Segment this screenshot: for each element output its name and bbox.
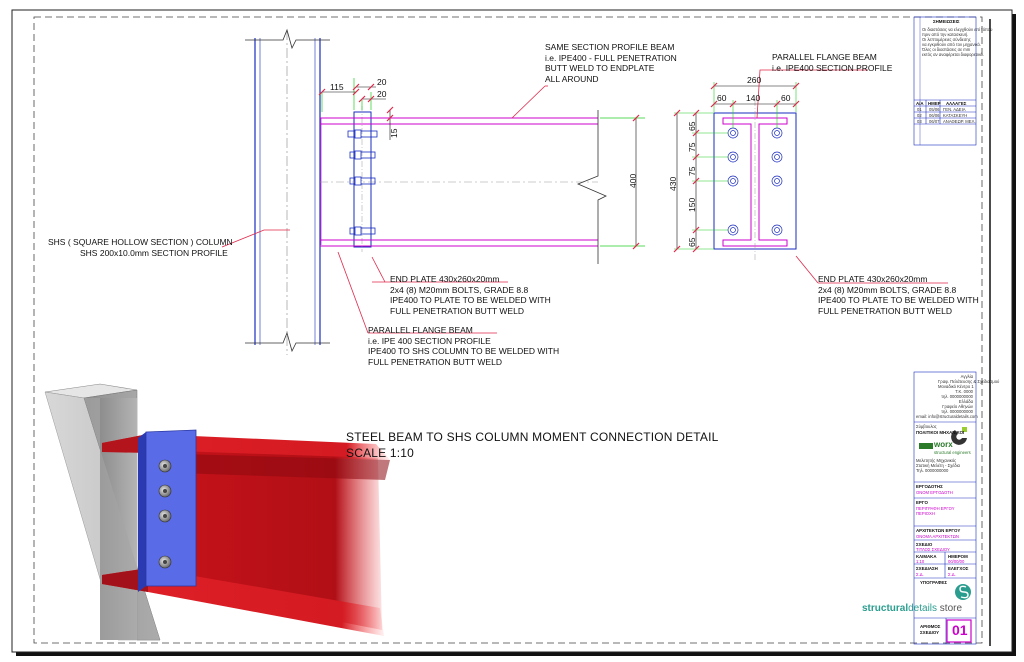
tb-logo-text: worx	[934, 440, 953, 449]
tb-rev-3-no: 03	[917, 119, 922, 124]
tb-rev-2-date: 06/06	[929, 113, 940, 118]
dim-400: 400	[628, 173, 638, 188]
drawing-scale: SCALE 1:10	[346, 446, 415, 460]
dim-60-a: 60	[717, 93, 727, 103]
tb-client-value: ΟΝΟΜ ΕΡΓΟΔΟΤΗ	[916, 490, 953, 495]
dim-ticks-front	[673, 82, 800, 253]
bolts-3d	[158, 459, 172, 569]
dim-15: 15	[389, 128, 399, 138]
dim-ticks-left	[318, 83, 640, 250]
tb-rev-h1: Α/Α	[916, 101, 924, 106]
tb-client-label: ΕΡΓΟΔΟΤΗΣ	[916, 484, 943, 489]
note-parallel-flange-right: PARALLEL FLANGE BEAM i.e. IPE400 SECTION…	[772, 52, 893, 73]
drawing-title: STEEL BEAM TO SHS COLUMN MOMENT CONNECTI…	[346, 430, 719, 444]
shs-column-elevation	[245, 28, 330, 355]
isometric-3d-view	[44, 383, 390, 641]
note-flange-beam: PARALLEL FLANGE BEAM i.e. IPE 400 SECTIO…	[368, 325, 560, 367]
tb-project-value: ΠΕΡΙΓΡΑΦΗ ΕΡΓΟΥ ΠΕΡΙΟΧΗ	[916, 506, 955, 516]
sheet-number-box	[946, 619, 972, 643]
tb-drawing-value: ΤΙΤΛΟΣ ΣΧΕΔΙΟΥ	[916, 547, 950, 552]
note-column: SHS ( SQUARE HOLLOW SECTION ) COLUMN SHS…	[48, 237, 233, 258]
dim-140: 140	[746, 93, 761, 103]
note-beam: SAME SECTION PROFILE BEAM i.e. IPE400 - …	[545, 42, 677, 84]
tb-rev-1-desc: ΓΕΝ. ΑΔΕΙΑ	[943, 107, 966, 112]
sheet-frame-dashed	[33, 16, 983, 644]
tb-rev-1-date: 05/06	[929, 107, 940, 112]
tb-scale-label: ΚΛΙΜΑΚΑ	[916, 554, 937, 559]
tb-rev-3-date: 06/07	[929, 119, 940, 124]
dim-65-b: 65	[687, 237, 697, 247]
tb-rev-h3: ΑΛΛΑΓΕΣ	[946, 101, 967, 106]
tb-checked-label: ΕΛΕΓΧΟΣ	[948, 566, 969, 571]
note-end-plate-right: END PLATE 430x260x20mm 2x4 (8) M20mm BOL…	[818, 274, 979, 316]
brand-logo-icon	[955, 584, 971, 600]
tb-checked-value: Σ.Δ.	[948, 572, 956, 577]
bolts-elevation	[347, 129, 378, 236]
dim-115: 115	[330, 82, 344, 92]
tb-sheet-number: 01	[952, 622, 968, 638]
dims-front-extension	[674, 82, 797, 250]
dim-extension-lines	[321, 78, 645, 247]
tb-engineer-lines: Μελετητής Μηχανικός Στατική Μελέτη - Σχέ…	[916, 458, 960, 473]
leader-lines-left	[221, 85, 548, 334]
dim-75-b: 75	[687, 166, 697, 176]
dim-60-b: 60	[781, 93, 791, 103]
tb-drawn-value: Σ.Δ.	[916, 572, 924, 577]
tb-date-label: ΗΜΕΡΟΜ	[948, 554, 968, 559]
tb-engineers-name: ΠΟΛΙΤΙΚΟΙ ΜΗΧΑΝΙΚΟΙ	[916, 430, 965, 435]
title-block-frame	[913, 16, 977, 645]
dim-20-b: 20	[377, 89, 387, 99]
tb-signatures-label: ΥΠΟΓΡΑΦΕΣ	[920, 580, 947, 585]
dim-430: 430	[668, 176, 678, 191]
tb-arch-label: ΑΡΧΙΤΕΚΤΩΝ ΕΡΓΟΥ	[916, 528, 961, 533]
tb-rev-1-no: 01	[917, 107, 922, 112]
tb-project-label: ΕΡΓΟ	[916, 500, 928, 505]
tb-sheet-label-1: ΑΡΙΘΜΟΣ	[920, 624, 941, 629]
note-end-plate-left: END PLATE 430x260x20mm 2x4 (8) M20mm BOL…	[390, 274, 551, 316]
tb-notes-header: ΣΗΜΕΙΩΣΕΙΣ	[933, 19, 960, 24]
dim-20-a: 20	[377, 77, 387, 87]
beam-3d-web-shadow	[148, 453, 390, 480]
company-logo-icon	[919, 427, 967, 449]
tb-date-value: 00/00/00	[948, 559, 965, 564]
dim-65-a: 65	[687, 121, 697, 131]
tb-drawn-label: ΣΧΕΔΙΑΣΗ	[916, 566, 938, 571]
tb-email: email: info@structuraldetails.com	[916, 414, 978, 419]
tb-logo-sub: structural engineers	[934, 450, 971, 455]
tb-engineers-label: Σύμβουλος	[916, 424, 937, 429]
beam-elevation	[320, 117, 598, 247]
tb-rev-2-desc: ΚΑΤΑΣΚΕΥΗ	[943, 113, 968, 118]
dim-260: 260	[747, 75, 762, 85]
tb-rev-3-desc: ΑΝΑΘΕΩΡ. ΜΕΛ.	[943, 119, 976, 124]
tb-rev-2-no: 02	[917, 113, 922, 118]
dim-75-a: 75	[687, 142, 697, 152]
dim-lines-left	[322, 86, 637, 246]
tb-rev-h2: ΗΜΕΡ	[928, 101, 941, 106]
tb-scale-value: 1:10	[916, 559, 925, 564]
tb-notes-text: Οι διαστάσεις να ελεγχθούν επί τόπου πρι…	[922, 27, 993, 57]
tb-drawing-label: ΣΧΕΔΙΟ	[916, 542, 933, 547]
tb-company-block: Αγγλία Γραφ. Πελάτευσης & Σχεδιασμού Μον…	[938, 374, 1000, 414]
beam-break-line	[576, 110, 607, 264]
dim-150: 150	[687, 197, 697, 212]
tb-arch-value: ΟΝΟΜΑ ΑΡΧΙΤΕΚΤΩΝ	[916, 534, 959, 539]
end-plate-3d-side	[138, 432, 146, 592]
tb-sheet-label-2: ΣΧΕΔΙΟΥ	[920, 630, 940, 635]
end-plate-3d-face	[145, 429, 197, 587]
leader-lines-right	[756, 69, 948, 284]
brand-wordmark: structuraldetails store	[862, 603, 963, 614]
